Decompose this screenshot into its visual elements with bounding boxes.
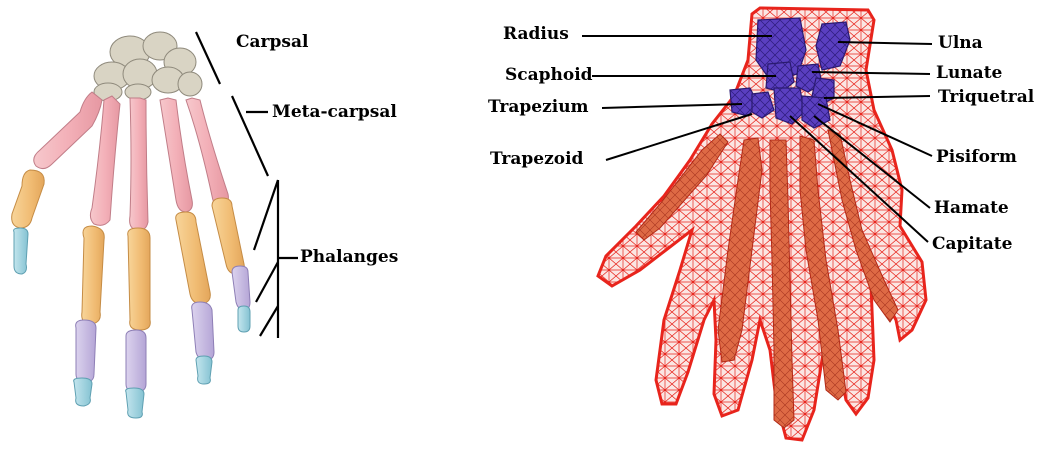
label-ulna: Ulna xyxy=(938,35,983,52)
label-carpsal: Carpsal xyxy=(236,34,308,51)
label-trapezium: Trapezium xyxy=(488,99,589,116)
label-lunate: Lunate xyxy=(936,65,1002,82)
label-pisiform: Pisiform xyxy=(936,149,1017,166)
label-triquetral: Triquetral xyxy=(938,89,1034,106)
label-hamate: Hamate xyxy=(934,200,1009,217)
label-phalanges: Phalanges xyxy=(300,249,398,266)
label-capitate: Capitate xyxy=(932,236,1012,253)
label-metacarpsal: Meta-carpsal xyxy=(272,104,397,121)
label-trapezoid: Trapezoid xyxy=(490,151,583,168)
label-radius: Radius xyxy=(503,26,569,43)
label-scaphoid: Scaphoid xyxy=(505,67,593,84)
